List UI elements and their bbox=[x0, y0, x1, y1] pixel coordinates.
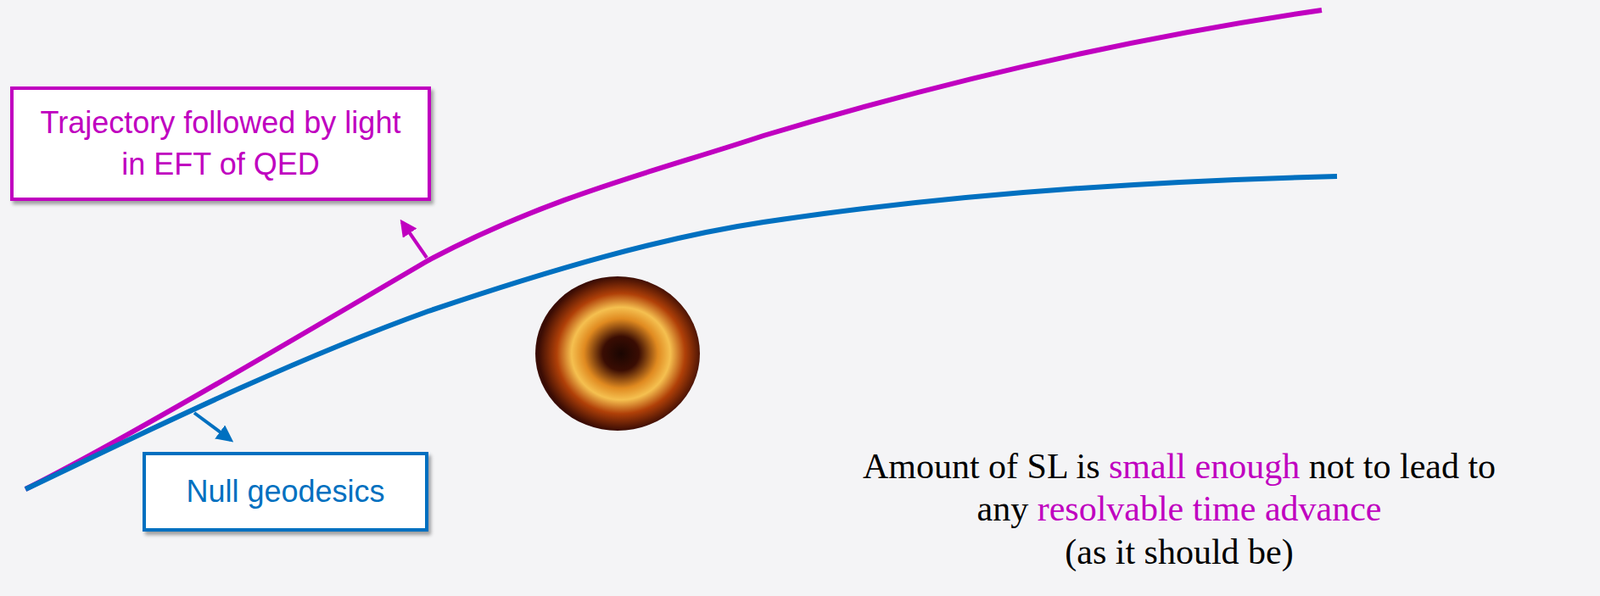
leader-arrow bbox=[194, 413, 231, 441]
note-text: small enough bbox=[1108, 447, 1300, 487]
note-text: any bbox=[977, 489, 1030, 529]
black-hole bbox=[535, 276, 700, 431]
note-text: not to lead to bbox=[1309, 447, 1496, 487]
eft-trajectory bbox=[25, 10, 1322, 490]
callout-box: Trajectory followed by light in EFT of Q… bbox=[10, 86, 431, 202]
note-text: resolvable time advance bbox=[1037, 489, 1382, 529]
note-text: (as it should be) bbox=[1064, 532, 1293, 572]
callout-text: Null geodesics bbox=[157, 473, 414, 510]
null-geodesic bbox=[25, 176, 1338, 490]
callout-box: Null geodesics bbox=[142, 452, 429, 532]
note: Amount of SL issmall enoughnot to lead t… bbox=[862, 445, 1496, 574]
callout-text: Trajectory followed by light in EFT of Q… bbox=[25, 102, 416, 185]
leader-arrow bbox=[402, 222, 427, 258]
note-text: Amount of SL is bbox=[862, 447, 1101, 487]
